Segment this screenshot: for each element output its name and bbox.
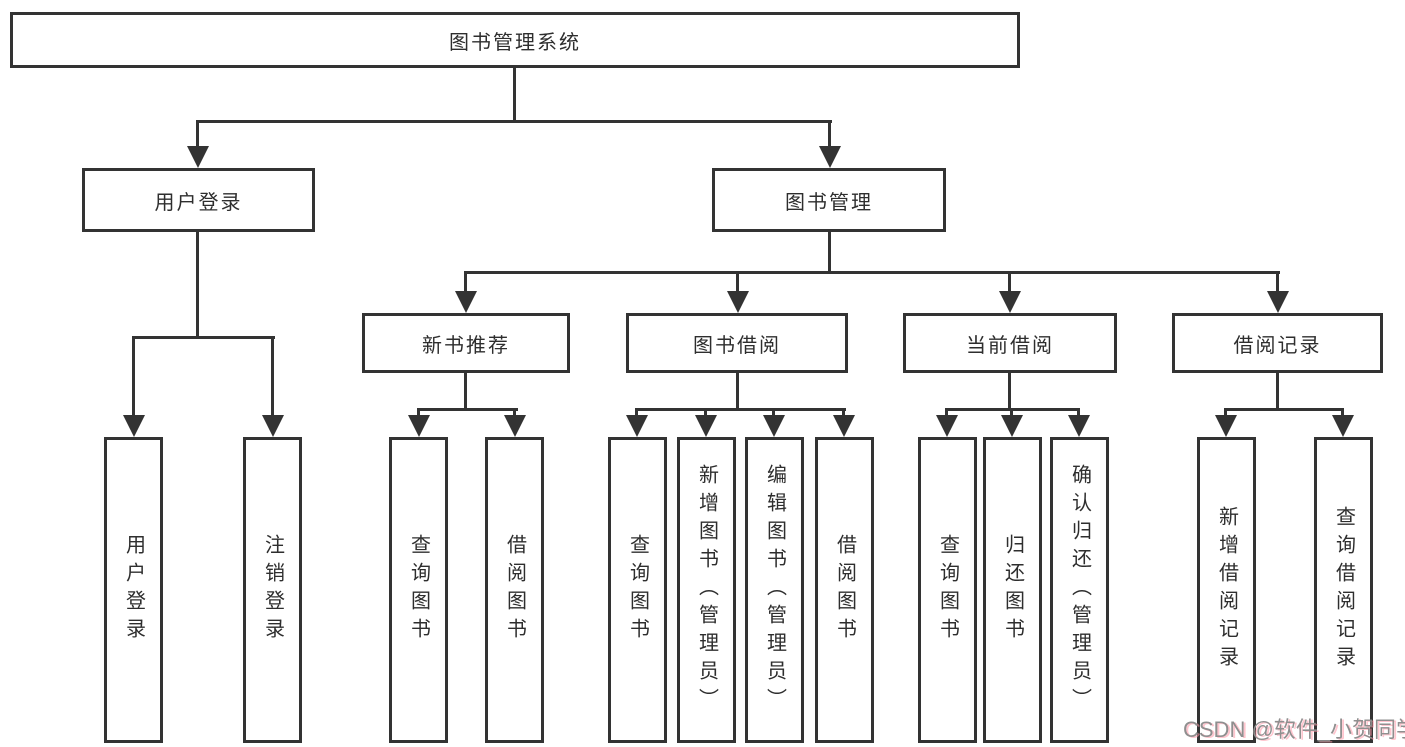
node-user-login: 用户登录 [82,168,315,232]
connector-line [1077,408,1080,420]
leaf-borrow-books-recommend: 借阅图书 [485,437,544,743]
node-root: 图书管理系统 [10,12,1020,68]
arrow-down-icon [187,146,209,168]
connector-line [704,408,707,420]
connector-line [736,373,739,411]
connector-line [828,120,831,150]
connector-line [945,408,948,420]
leaf-label: 查询借阅记录 [1332,506,1355,674]
connector-line [513,408,516,420]
leaf-label: 注销登录 [261,534,284,646]
node-borrow-records: 借阅记录 [1172,313,1383,373]
arrow-down-icon [819,146,841,168]
arrow-down-icon [262,415,284,437]
leaf-label: 查询图书 [407,534,430,646]
connector-line [1276,271,1279,297]
leaf-add-borrow-record: 新增借阅记录 [1197,437,1256,743]
connector-line [736,271,739,297]
leaf-label: 新增借阅记录 [1215,506,1238,674]
arrow-down-icon [123,415,145,437]
arrow-down-icon [833,415,855,437]
leaf-label: 编辑图书（管理员） [763,464,786,716]
leaf-query-books-current: 查询图书 [918,437,977,743]
connector-line [464,271,467,297]
arrow-down-icon [1267,291,1289,313]
arrow-down-icon [999,291,1021,313]
connector-line [772,408,775,420]
connector-line [196,120,832,123]
leaf-label: 查询图书 [936,534,959,646]
leaf-query-borrow-record: 查询借阅记录 [1314,437,1373,743]
leaf-label: 确认归还（管理员） [1068,464,1091,716]
leaf-label: 新增图书（管理员） [695,464,718,716]
connector-line [1224,408,1344,411]
arrow-down-icon [1332,415,1354,437]
leaf-return-books: 归还图书 [983,437,1042,743]
node-book-management: 图书管理 [712,168,946,232]
arrow-down-icon [1068,415,1090,437]
leaf-label: 借阅图书 [833,534,856,646]
arrow-down-icon [936,415,958,437]
connector-line [1276,373,1279,411]
connector-line [1008,373,1011,411]
connector-line [271,336,274,420]
leaf-query-books-recommend: 查询图书 [389,437,448,743]
connector-line [132,336,135,420]
leaf-label: 借阅图书 [503,534,526,646]
connector-line [417,408,518,411]
arrow-down-icon [695,415,717,437]
connector-line [635,408,638,420]
connector-line [1008,271,1011,297]
connector-line [1224,408,1227,420]
leaf-edit-books-admin: 编辑图书（管理员） [745,437,804,743]
leaf-query-books-borrow: 查询图书 [608,437,667,743]
connector-line [828,232,831,271]
connector-line [1010,408,1013,420]
leaf-label: 查询图书 [626,534,649,646]
connector-line [132,336,275,339]
connector-line [196,232,199,338]
arrow-down-icon [763,415,785,437]
arrow-down-icon [727,291,749,313]
connector-line [635,408,846,411]
arrow-down-icon [455,291,477,313]
csdn-watermark: CSDN @软件_小贺同学 [1183,717,1405,742]
arrow-down-icon [504,415,526,437]
node-current-borrow: 当前借阅 [903,313,1117,373]
leaf-logout: 注销登录 [243,437,302,743]
arrow-down-icon [1001,415,1023,437]
connector-line [1341,408,1344,420]
connector-line [464,271,1280,274]
leaf-confirm-return-admin: 确认归还（管理员） [1050,437,1109,743]
arrow-down-icon [408,415,430,437]
leaf-user-login: 用户登录 [104,437,163,743]
leaf-add-books-admin: 新增图书（管理员） [677,437,736,743]
node-new-book-recommend: 新书推荐 [362,313,570,373]
leaf-label: 归还图书 [1001,534,1024,646]
leaf-label: 用户登录 [122,534,145,646]
connector-line [196,120,199,150]
connector-line [513,68,516,120]
node-book-borrow: 图书借阅 [626,313,848,373]
leaf-borrow-books: 借阅图书 [815,437,874,743]
arrow-down-icon [1215,415,1237,437]
arrow-down-icon [626,415,648,437]
connector-line [417,408,420,420]
connector-line [842,408,845,420]
connector-line [464,373,467,411]
